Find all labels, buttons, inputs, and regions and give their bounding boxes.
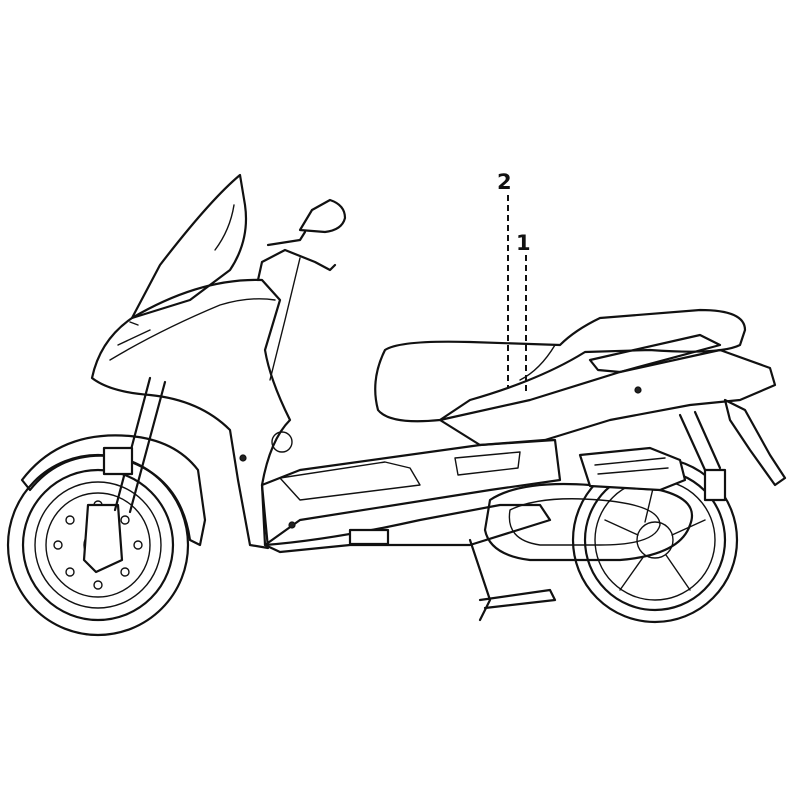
windshield-edge [214, 204, 235, 251]
mirror [298, 198, 347, 234]
grab-rail [588, 333, 722, 374]
air-filter-ribs [594, 457, 669, 475]
ignition [271, 431, 293, 453]
front-fender [20, 434, 207, 547]
center-stand [468, 538, 557, 622]
front-body-panel [90, 278, 292, 550]
cvt-cover [483, 482, 693, 562]
fork-clamp [102, 446, 134, 476]
front-wheel [6, 453, 190, 637]
air-filter [578, 446, 687, 492]
indicator [117, 321, 151, 346]
footpeg [348, 528, 390, 546]
callout-1-label: 1 [516, 231, 531, 255]
seat-seam [519, 344, 556, 381]
callout-2-label: 2 [497, 170, 512, 194]
rear-body-panel [438, 348, 777, 447]
rear-fender [723, 398, 787, 487]
side-reflector [454, 451, 521, 476]
headlight-line [109, 298, 276, 361]
floorboard [260, 438, 562, 547]
side-panel-vent [279, 461, 421, 501]
brake-caliper [82, 503, 124, 574]
windshield [130, 173, 248, 320]
lower-side-panel [263, 503, 552, 554]
shock-mount [703, 468, 727, 502]
handlebar-assembly [256, 198, 347, 381]
rear-shock [678, 410, 722, 472]
brake-cable [269, 257, 301, 381]
front-fork [113, 376, 167, 514]
cvt-cover-inner [508, 498, 661, 546]
